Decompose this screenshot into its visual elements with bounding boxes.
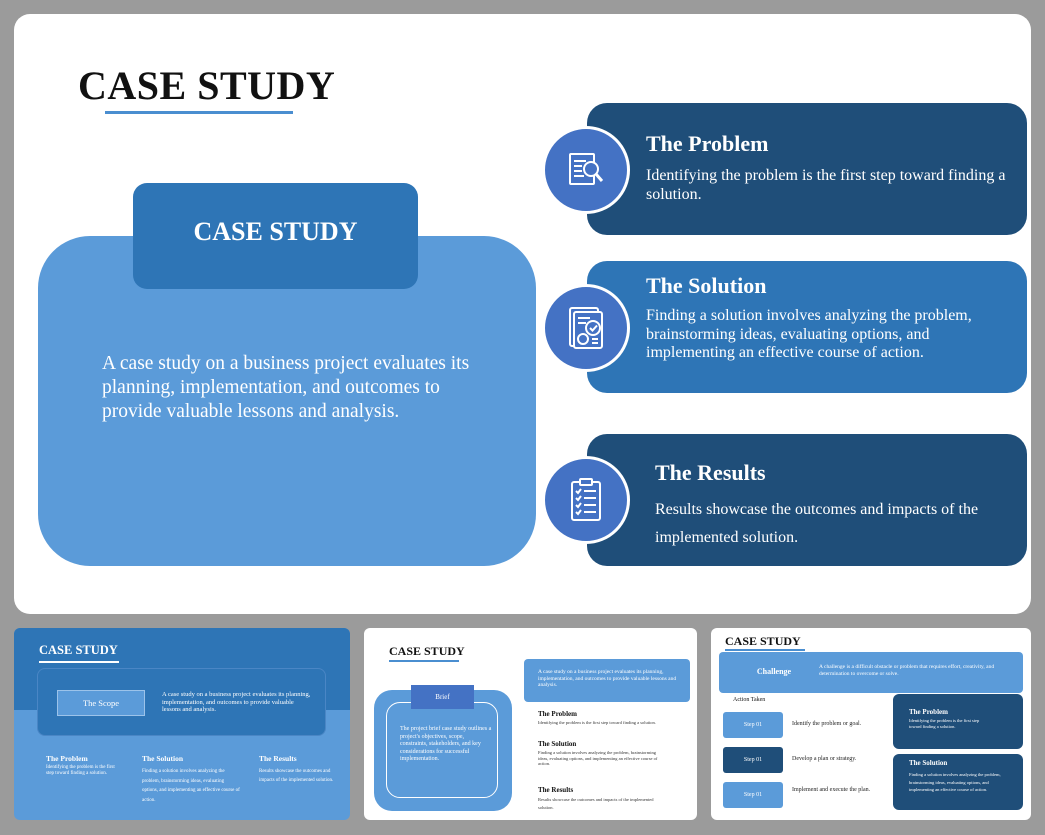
thumb2-item2-title: The Solution (538, 740, 577, 748)
thumb3-title: CASE STUDY (725, 634, 801, 648)
problem-card: The Problem Identifying the problem is t… (587, 103, 1027, 235)
thumb1-col1-desc: Identifying the problem is the first ste… (46, 765, 115, 776)
thumb3-problem-card (893, 694, 1023, 749)
thumb1-scope-label: The Scope (57, 690, 145, 716)
search-document-icon (542, 126, 630, 214)
thumb3-challenge-desc: A challenge is a difficult obstacle or p… (819, 664, 995, 677)
thumb2-item1-desc: Identifying the problem is the first ste… (538, 720, 656, 725)
thumbnail-slide-2[interactable]: CASE STUDY Brief The project brief case … (364, 628, 697, 820)
problem-description: Identifying the problem is the first ste… (646, 167, 1006, 203)
thumb2-brief-desc: The project brief case study outlines a … (400, 726, 492, 762)
thumbnail-slide-1[interactable]: CASE STUDY The Scope A case study on a b… (14, 628, 350, 820)
solution-description: Finding a solution involves analyzing th… (646, 307, 972, 361)
thumb3-problem-desc: Identifying the problem is the first ste… (909, 718, 980, 729)
thumb3-step1-text: Identify the problem or goal. (792, 721, 862, 727)
thumb2-brief-label: Brief (411, 685, 474, 709)
case-study-card (38, 236, 536, 566)
thumb3-step2-label: Step 01 (723, 747, 783, 773)
case-study-card-title: CASE STUDY (193, 217, 358, 246)
thumb3-challenge-band (719, 652, 1023, 693)
main-slide[interactable]: CASE STUDY CASE STUDY A case study on a … (14, 14, 1031, 614)
thumb3-step1-label: Step 01 (723, 712, 783, 738)
thumb2-underline (389, 660, 459, 662)
thumbnail-slide-3[interactable]: CASE STUDY Challenge A challenge is a di… (711, 628, 1031, 820)
thumb1-col2-desc: Finding a solution involves analyzing th… (142, 769, 240, 803)
thumb2-item1-title: The Problem (538, 710, 577, 718)
thumb2-item2-desc: Finding a solution involves analyzing th… (538, 750, 658, 766)
thumb2-item3-desc: Results showcase the outcomes and impact… (538, 797, 654, 810)
problem-title: The Problem (646, 131, 769, 156)
checklist-clipboard-icon (542, 456, 630, 544)
thumb3-solution-card (893, 754, 1023, 810)
thumb3-solution-title: The Solution (909, 759, 948, 767)
thumb1-col2-title: The Solution (142, 754, 184, 763)
case-study-description: A case study on a business project evalu… (102, 353, 470, 422)
thumb1-scope-desc: A case study on a business project evalu… (162, 691, 311, 713)
results-description: Results showcase the outcomes and impact… (655, 501, 979, 546)
thumb2-title: CASE STUDY (389, 644, 465, 658)
thumb2-top-desc: A case study on a business project evalu… (538, 669, 677, 688)
thumb1-title: CASE STUDY (39, 643, 118, 657)
thumb3-challenge-label: Challenge (756, 667, 792, 676)
thumb3-step2-text: Develop a plan or strategy. (792, 756, 857, 762)
thumb3-solution-desc: Finding a solution involves analyzing th… (909, 772, 1001, 792)
thumb1-col1-title: The Problem (46, 754, 88, 763)
thumb1-col3-title: The Results (259, 754, 297, 763)
case-study-tab (133, 183, 418, 289)
results-card: The Results Results showcase the outcome… (587, 434, 1027, 566)
solution-card: The Solution Finding a solution involves… (587, 261, 1027, 393)
results-title: The Results (655, 460, 766, 485)
thumb2-item3-title: The Results (538, 786, 574, 794)
thumb1-underline (39, 661, 119, 663)
thumb3-problem-title: The Problem (909, 708, 948, 716)
analysis-report-icon (542, 284, 630, 372)
slide-title: CASE STUDY (78, 63, 336, 108)
solution-title: The Solution (646, 273, 767, 298)
thumb3-step3-label: Step 01 (723, 782, 783, 808)
thumb3-action-label: Action Taken (733, 697, 766, 703)
thumb1-col3-desc: Results showcase the outcomes and impact… (259, 769, 334, 783)
thumb3-underline (725, 649, 805, 651)
thumb2-top-card (524, 659, 690, 702)
title-underline (105, 111, 293, 114)
thumb3-step3-text: Implement and execute the plan. (792, 787, 871, 793)
